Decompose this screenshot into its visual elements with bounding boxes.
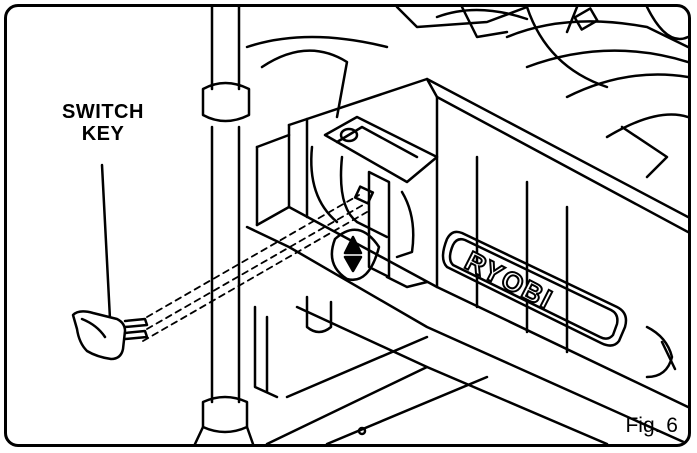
callout-leader-line <box>100 163 112 321</box>
base-frame <box>253 295 677 444</box>
switch-key-part <box>71 310 149 361</box>
switch-key-callout: SWITCH KEY <box>57 101 149 145</box>
brand-logo-plate <box>441 230 628 347</box>
brand-logo-text: RYOBI <box>460 246 558 316</box>
brand-logo: RYOBI <box>459 245 559 317</box>
figure-label: Fig. 6 <box>625 414 678 437</box>
up-down-arrow-icon <box>330 228 381 282</box>
insertion-guide-lines <box>142 194 368 342</box>
motor-housing <box>245 7 688 179</box>
callout-line-1: SWITCH <box>62 101 144 123</box>
callout-line-2: KEY <box>81 123 125 145</box>
illustration-frame: SWITCH KEY RYOBI Fig. 6 <box>4 4 691 447</box>
planer-line-drawing <box>71 7 688 444</box>
rear-column <box>193 7 255 444</box>
